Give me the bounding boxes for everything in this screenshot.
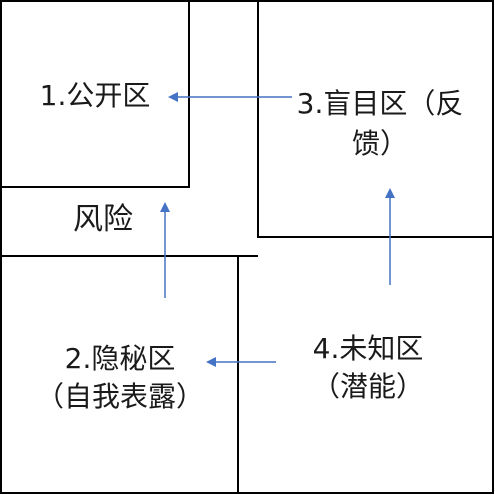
unknown-area-label: 4.未知区 （潜能） — [268, 330, 468, 406]
public-area-label: 1.公开区 — [20, 78, 170, 114]
blind-area-line2: 馈） — [351, 127, 408, 160]
risk-label: 风险 — [48, 202, 158, 238]
blind-area-label: 3.盲目区（反 馈） — [270, 84, 490, 164]
blind-area-border — [257, 1, 493, 238]
hidden-area-line2: （自我表露） — [35, 380, 204, 413]
blind-area-line1: 3.盲目区（反 — [296, 87, 464, 120]
unknown-area-line1: 4.未知区 — [312, 332, 424, 365]
unknown-area-line2: （潜能） — [311, 370, 424, 403]
public-area-border — [1, 1, 190, 188]
risk-text: 风险 — [73, 202, 133, 237]
hidden-area-line1: 2.隐秘区 — [64, 342, 176, 375]
hidden-area-label: 2.隐秘区 （自我表露） — [10, 340, 230, 416]
public-area-line1: 1.公开区 — [39, 79, 151, 112]
